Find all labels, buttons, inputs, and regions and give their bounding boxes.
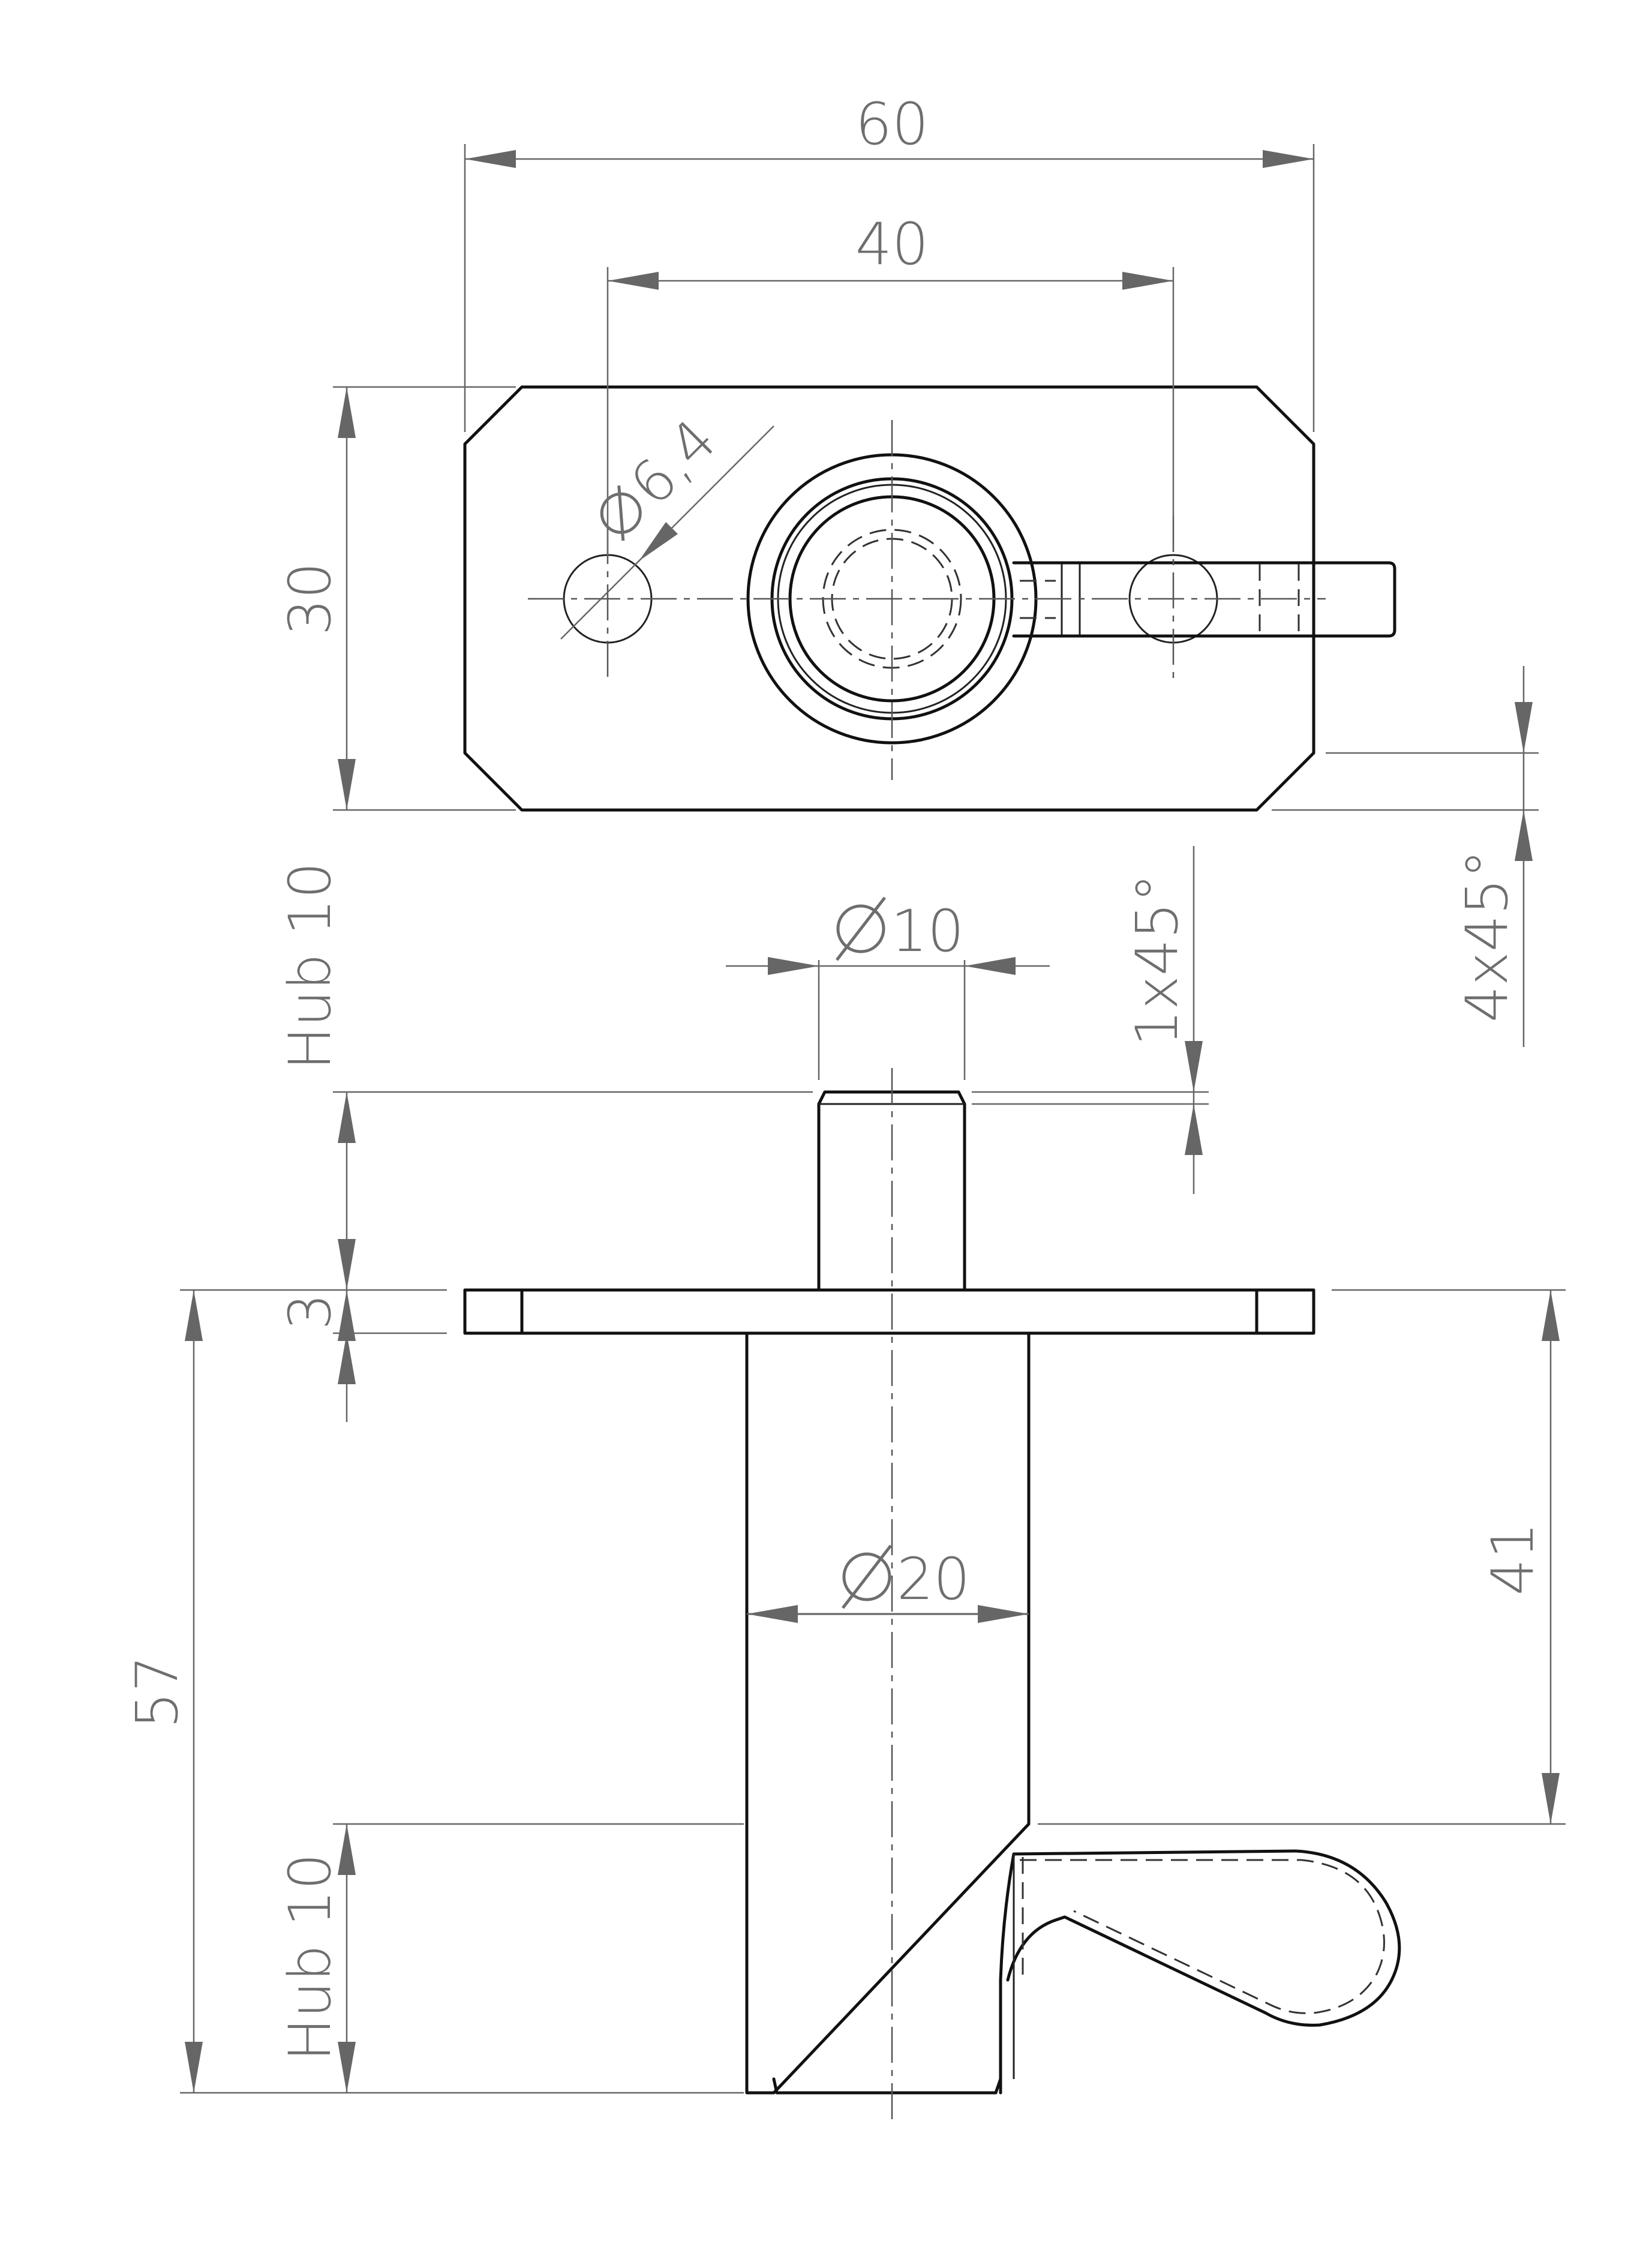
diameter-symbol-slash-10 bbox=[836, 896, 886, 961]
dim-1x45-label: 1x45° bbox=[1124, 874, 1191, 1046]
dim-hub-top-label: Hub 10 bbox=[277, 862, 344, 1070]
dim-6-4-arrow bbox=[639, 522, 678, 561]
lever-front-hidden bbox=[1020, 1859, 1385, 2014]
dim-1x45-arrow-top bbox=[1185, 1041, 1203, 1092]
dim-40-arrow-left bbox=[608, 272, 659, 290]
dim-60-label: 60 bbox=[855, 91, 929, 158]
dim-41-label: 41 bbox=[1479, 1522, 1546, 1595]
dim-30-label: 30 bbox=[277, 562, 344, 635]
dim-4x45-arrow-top bbox=[1515, 702, 1533, 753]
lever-top-outline bbox=[1012, 561, 1396, 638]
dimensions: 60 40 30 6,4 4x45° bbox=[124, 91, 1566, 2094]
dim-30-arrow-top bbox=[338, 387, 356, 438]
dim-30-arrow-bottom bbox=[338, 759, 356, 810]
dim-60-arrow-right bbox=[1263, 150, 1314, 168]
dim-57-arrow-top bbox=[185, 1290, 203, 1341]
flange-plate bbox=[463, 1288, 1315, 1335]
dim-6-4-label: 6,4 bbox=[617, 406, 729, 518]
plate-outline bbox=[463, 385, 1315, 812]
diameter-symbol-slash bbox=[617, 485, 625, 541]
lever-top-dash bbox=[1020, 580, 1056, 619]
dim-10-label: 10 bbox=[891, 898, 964, 965]
pin-bottom bbox=[772, 2077, 1002, 2095]
diameter-symbol-icon bbox=[600, 492, 642, 534]
body-outline bbox=[745, 1331, 1031, 2095]
top-view bbox=[463, 385, 1396, 812]
dim-3-label: 3 bbox=[277, 1293, 344, 1330]
dim-40-arrow-right bbox=[1122, 272, 1173, 290]
dim-3-arrow-top bbox=[338, 1290, 356, 1341]
dim-6-4-group: 6,4 bbox=[600, 406, 729, 541]
dim-hub-top-arrow-bottom bbox=[338, 1239, 356, 1290]
dim-hub-top-arrow-top bbox=[338, 1092, 356, 1143]
dim-20-label: 20 bbox=[897, 1546, 970, 1613]
dim-3-arrow-bottom bbox=[338, 1333, 356, 1384]
dim-41-arrow-top bbox=[1542, 1290, 1560, 1341]
dim-60-arrow-left bbox=[465, 150, 516, 168]
dim-57-arrow-bottom bbox=[185, 2042, 203, 2093]
front-view bbox=[463, 1068, 1401, 2124]
dim-40-label: 40 bbox=[855, 211, 929, 278]
dim-20-arrow-left bbox=[747, 1605, 798, 1623]
dim-hub-bottom-label: Hub 10 bbox=[277, 1853, 344, 2062]
dim-10-arrow-left bbox=[768, 957, 819, 975]
dim-hub-bottom-arrow-bottom bbox=[338, 2042, 356, 2093]
lever-front-outline bbox=[999, 1849, 1401, 2081]
diameter-symbol-icon-10 bbox=[836, 904, 885, 953]
dim-4x45-arrow-bottom bbox=[1515, 810, 1533, 861]
dim-57-label: 57 bbox=[124, 1655, 191, 1729]
dim-hub-bottom-arrow-top bbox=[338, 1824, 356, 1875]
dim-41-arrow-bottom bbox=[1542, 1773, 1560, 1824]
diameter-symbol-icon-20 bbox=[842, 1552, 891, 1601]
dim-4x45-label: 4x45° bbox=[1453, 850, 1521, 1022]
dim-10-arrow-right bbox=[965, 957, 1016, 975]
dim-1x45-arrow-bottom bbox=[1185, 1104, 1203, 1155]
dim-20-arrow-right bbox=[978, 1605, 1029, 1623]
diameter-symbol-slash-20 bbox=[842, 1544, 892, 1609]
